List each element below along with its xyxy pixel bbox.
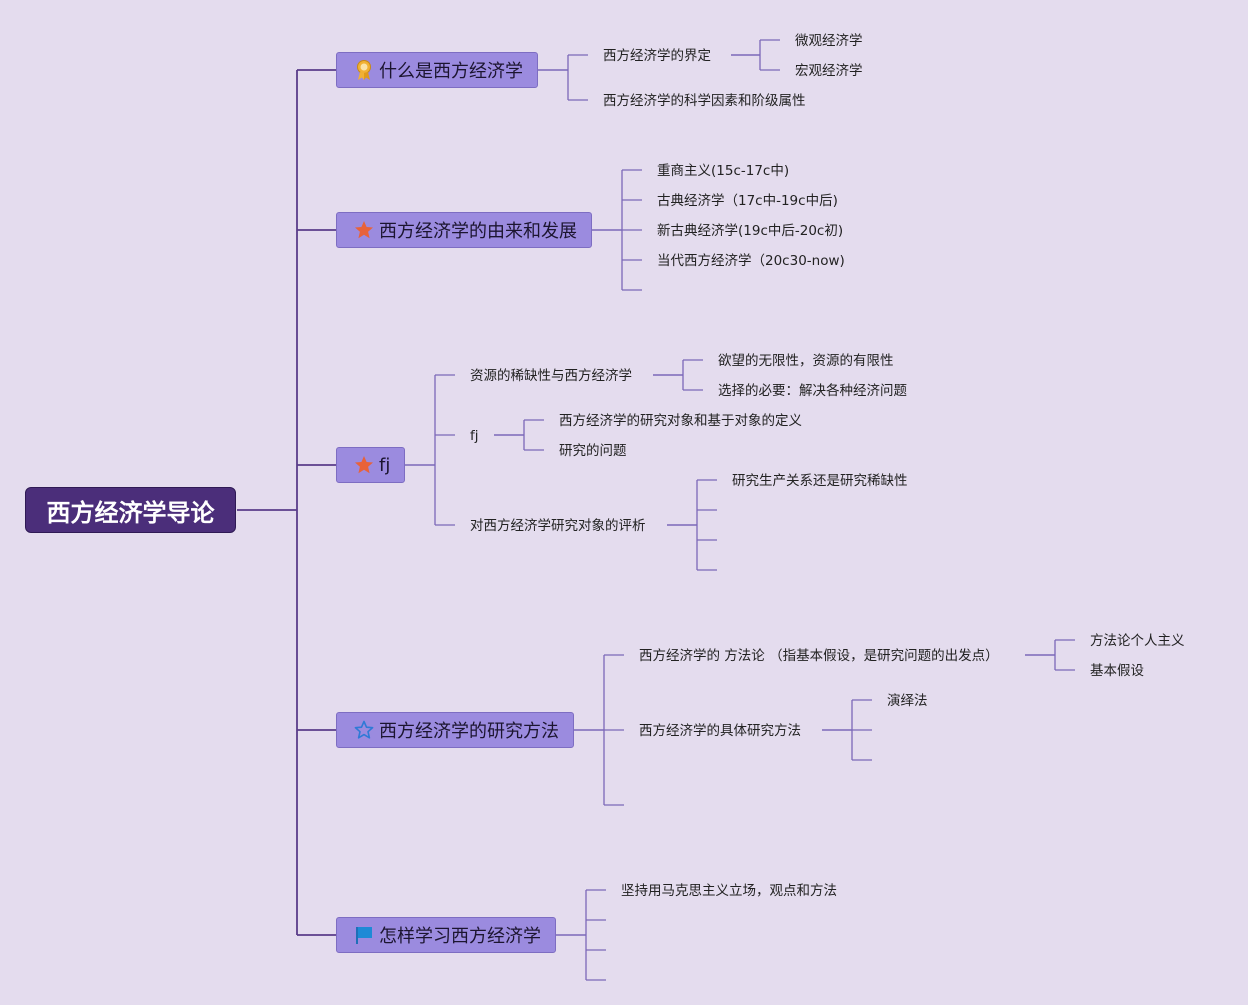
topic-fj[interactable]: fj bbox=[470, 428, 479, 444]
topic-scarcity[interactable]: 资源的稀缺性与西方经济学 bbox=[470, 368, 632, 384]
root-topic[interactable]: 西方经济学导论 bbox=[25, 487, 236, 533]
branch-label: 西方经济学的研究方法 bbox=[379, 721, 559, 742]
flag-icon bbox=[353, 924, 375, 946]
topic-deduction[interactable]: 演绎法 bbox=[887, 693, 928, 709]
topic-marxist-stance[interactable]: 坚持用马克思主义立场，观点和方法 bbox=[621, 883, 837, 899]
topic-specific-methods[interactable]: 西方经济学的具体研究方法 bbox=[639, 723, 801, 739]
topic-research-questions[interactable]: 研究的问题 bbox=[559, 443, 627, 459]
topic-mercantilism[interactable]: 重商主义(15c-17c中) bbox=[657, 163, 790, 179]
topic-basic-assumptions[interactable]: 基本假设 bbox=[1090, 663, 1144, 679]
star-outline-icon bbox=[353, 719, 375, 741]
topic-microeconomics[interactable]: 微观经济学 bbox=[795, 33, 863, 49]
topic-methodological-individualism[interactable]: 方法论个人主义 bbox=[1090, 633, 1185, 649]
topic-research-object[interactable]: 西方经济学的研究对象和基于对象的定义 bbox=[559, 413, 802, 429]
branch-fj[interactable]: fj bbox=[336, 447, 405, 483]
branch-what-is-western-economics[interactable]: 什么是西方经济学 bbox=[336, 52, 538, 88]
topic-neoclassical-economics[interactable]: 新古典经济学(19c中后-20c初) bbox=[657, 223, 844, 239]
branch-label: fj bbox=[379, 454, 391, 476]
topic-contemporary-economics[interactable]: 当代西方经济学（20c30-now) bbox=[657, 253, 845, 269]
topic-definition[interactable]: 西方经济学的界定 bbox=[603, 48, 711, 64]
branch-origin-and-development[interactable]: 西方经济学的由来和发展 bbox=[336, 212, 592, 248]
topic-scientific-factors[interactable]: 西方经济学的科学因素和阶级属性 bbox=[603, 93, 806, 109]
branch-how-to-learn[interactable]: 怎样学习西方经济学 bbox=[336, 917, 556, 953]
award-ribbon-icon bbox=[353, 59, 375, 81]
branch-label: 怎样学习西方经济学 bbox=[379, 926, 541, 947]
topic-relations-vs-scarcity[interactable]: 研究生产关系还是研究稀缺性 bbox=[732, 473, 908, 489]
topic-macroeconomics[interactable]: 宏观经济学 bbox=[795, 63, 863, 79]
topic-unlimited-wants[interactable]: 欲望的无限性，资源的有限性 bbox=[718, 353, 894, 369]
topic-evaluation[interactable]: 对西方经济学研究对象的评析 bbox=[470, 518, 646, 534]
topic-classical-economics[interactable]: 古典经济学（17c中-19c中后) bbox=[657, 193, 838, 209]
topic-necessity-of-choice[interactable]: 选择的必要：解决各种经济问题 bbox=[718, 383, 907, 399]
topic-methodology[interactable]: 西方经济学的 方法论 （指基本假设，是研究问题的出发点） bbox=[639, 648, 999, 664]
star-filled-icon bbox=[353, 454, 375, 476]
star-filled-icon bbox=[353, 219, 375, 241]
branch-research-methods[interactable]: 西方经济学的研究方法 bbox=[336, 712, 574, 748]
branch-label: 什么是西方经济学 bbox=[379, 61, 523, 82]
branch-label: 西方经济学的由来和发展 bbox=[379, 221, 577, 242]
